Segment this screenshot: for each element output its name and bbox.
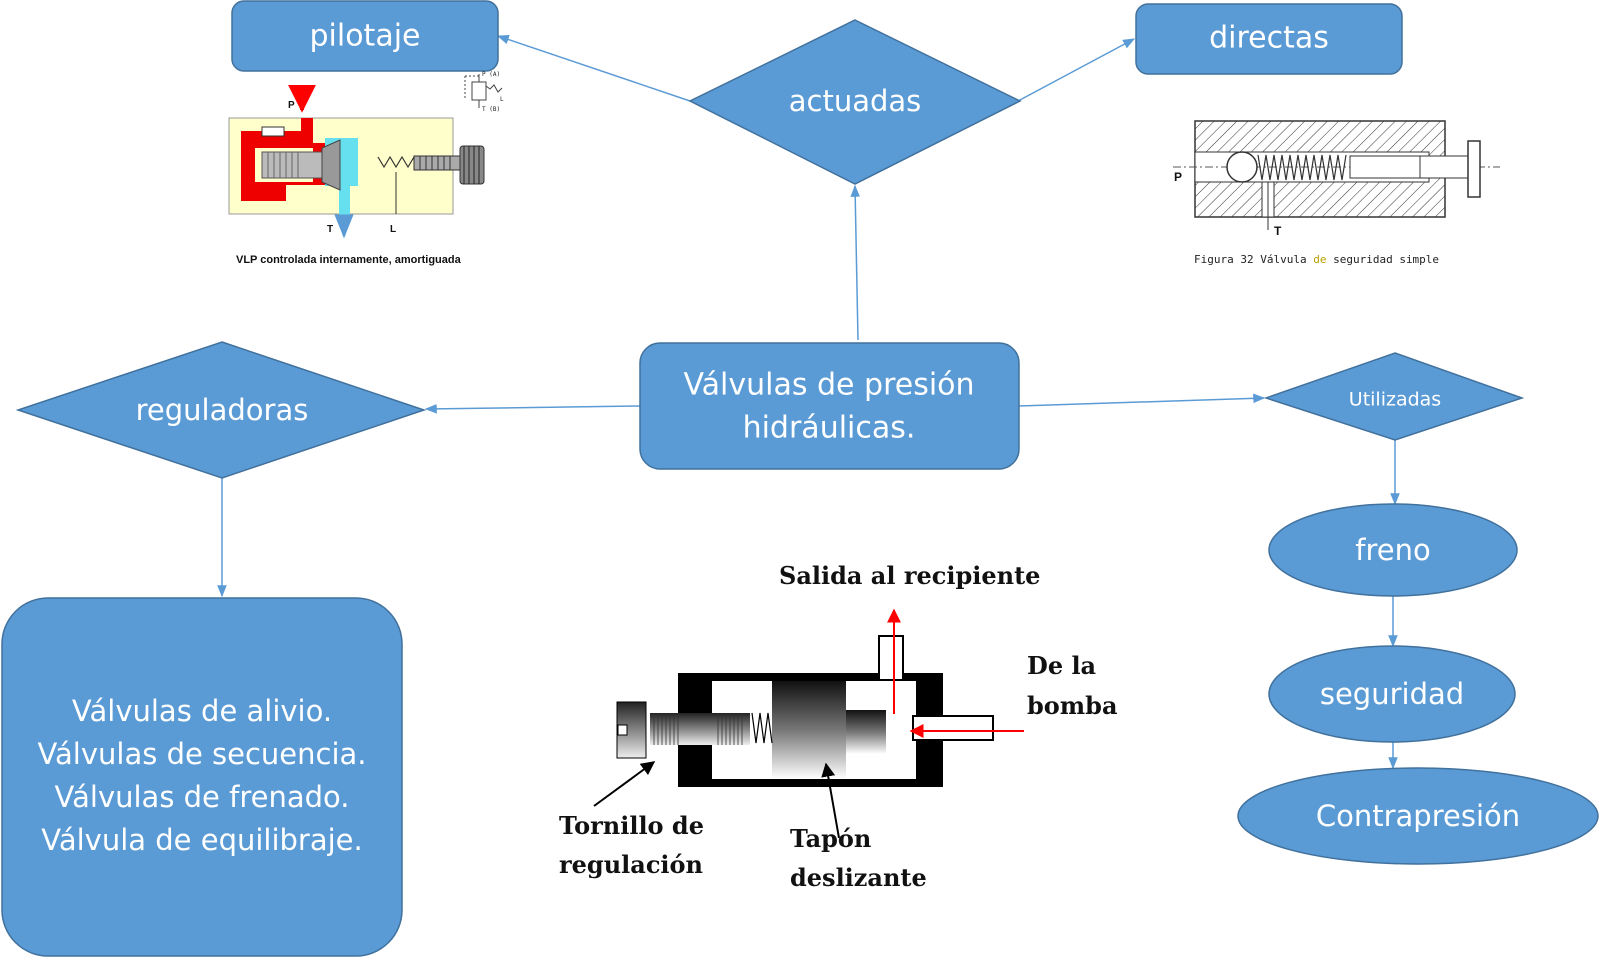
node-directas: directas xyxy=(1135,3,1403,75)
vlp-label-pa: P (A) xyxy=(482,71,500,78)
relief-label-tapon-1: Tapón xyxy=(790,824,871,853)
simple-label-p: P xyxy=(1174,170,1182,184)
vlp-label-l: L xyxy=(390,224,396,235)
simple-caption: Figura 32 Válvula de seguridad simple xyxy=(1194,253,1439,266)
relief-label-de-la: De la xyxy=(1027,651,1096,680)
simple-label-t: T xyxy=(1274,224,1282,238)
regulator-list-item-3: Válvulas de frenado. xyxy=(55,780,350,814)
node-center: Válvulas de presión hidráulicas. xyxy=(639,342,1020,470)
relief-label-bomba: bomba xyxy=(1027,691,1118,720)
node-freno: freno xyxy=(1268,503,1518,597)
node-utilizadas: Utilizadas xyxy=(1263,352,1525,441)
edge-center-reguladoras xyxy=(424,404,641,414)
node-contrapresion-label: Contrapresión xyxy=(1316,799,1520,833)
node-center-line2: hidráulicas. xyxy=(743,411,916,446)
regulator-list-item-2: Válvulas de secuencia. xyxy=(37,737,366,771)
vlp-label-tb: T (B) xyxy=(482,106,500,113)
node-reguladoras: reguladoras xyxy=(15,341,427,479)
node-actuadas-label: actuadas xyxy=(789,84,922,118)
node-reguladoras-label: reguladoras xyxy=(136,393,309,427)
relief-label-tornillo-1: Tornillo de xyxy=(559,811,704,840)
vlp-label-t: T xyxy=(327,224,333,235)
vlp-label-p: P xyxy=(288,100,295,111)
node-seguridad: seguridad xyxy=(1268,645,1516,743)
vlp-caption: VLP controlada internamente, amortiguada xyxy=(236,254,462,266)
node-regulator-list: Válvulas de alivio. Válvulas de secuenci… xyxy=(1,597,403,957)
node-pilotaje: pilotaje xyxy=(231,0,499,72)
figure-simple-safety-valve: P T Figura 32 Válvula de seguridad simpl… xyxy=(1173,120,1500,266)
edge-actuadas-directas xyxy=(1017,38,1136,102)
regulator-list-item-1: Válvulas de alivio. xyxy=(72,694,332,728)
relief-label-tapon-2: deslizante xyxy=(790,863,927,892)
relief-label-tornillo-2: regulación xyxy=(559,850,703,879)
node-pilotaje-label: pilotaje xyxy=(309,19,420,54)
node-utilizadas-label: Utilizadas xyxy=(1349,389,1441,411)
edge-actuadas-pilotaje xyxy=(496,34,691,102)
node-freno-label: freno xyxy=(1355,533,1430,567)
node-contrapresion: Contrapresión xyxy=(1237,767,1599,865)
node-actuadas: actuadas xyxy=(688,19,1022,185)
relief-label-salida: Salida al recipiente xyxy=(779,561,1040,590)
vlp-hydraulic-symbol xyxy=(464,74,503,108)
regulator-list-item-4: Válvula de equilibraje. xyxy=(41,823,363,857)
node-seguridad-label: seguridad xyxy=(1320,677,1464,711)
node-directas-label: directas xyxy=(1209,21,1329,56)
edge-center-actuadas xyxy=(850,184,861,341)
edge-center-utilizadas xyxy=(1018,393,1266,407)
connectors xyxy=(217,34,1400,770)
figure-vlp: P T L P (A) T (B) L VLP controlada inter… xyxy=(228,71,504,266)
figure-relief-valve: Salida al recipiente De la bomba Tornill… xyxy=(559,561,1118,892)
vlp-label-l-small: L xyxy=(500,96,504,103)
node-center-line1: Válvulas de presión xyxy=(683,368,974,403)
